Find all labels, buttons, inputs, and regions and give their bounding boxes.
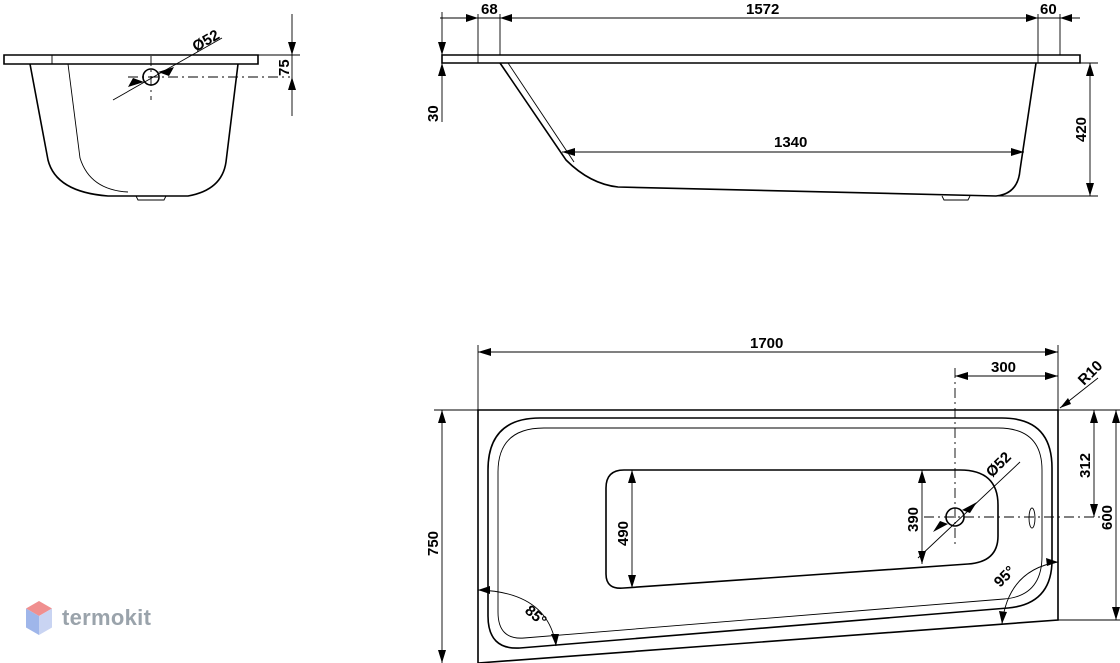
plan-inner-width-right-label: 390 <box>905 507 922 532</box>
hexagon-cube-icon <box>26 601 52 635</box>
front-right-rim-label: 60 <box>1040 1 1057 18</box>
front-body <box>499 62 1037 197</box>
side-drain-height-label: 75 <box>276 59 293 76</box>
plan-outer-contour <box>477 409 1059 663</box>
plan-corner-radius-label: R10 <box>1075 357 1106 388</box>
front-left-rim-label: 68 <box>481 1 498 18</box>
front-rim <box>441 54 1081 64</box>
plan-drain-from-top-label: 312 <box>1077 453 1094 478</box>
side-inner-line <box>67 63 129 193</box>
plan-right-width-label: 600 <box>1099 505 1116 530</box>
side-rim <box>3 54 259 65</box>
front-top-length-label: 1572 <box>746 1 779 18</box>
plan-drain-offset-label: 300 <box>991 359 1016 376</box>
side-outer-body <box>29 63 239 197</box>
plan-drain-diameter-label: Ø52 <box>983 449 1015 481</box>
overflow-hole <box>1028 507 1036 529</box>
side-drain-diameter-label: Ø52 <box>190 27 223 56</box>
side-view: Ø52 75 <box>3 14 300 201</box>
front-view: 68 1572 60 30 420 1340 <box>425 1 1098 201</box>
plan-total-length-label: 1700 <box>750 335 783 352</box>
plan-total-width-label: 750 <box>425 531 442 556</box>
front-bottom-length-label: 1340 <box>774 134 807 151</box>
plan-bottom-area <box>605 469 999 590</box>
brand-name: termokit <box>62 605 152 630</box>
plan-angle-left-label: 85° <box>521 602 549 630</box>
brand-logo: termokit <box>24 598 151 638</box>
plan-inner-width-left-label: 490 <box>615 521 632 546</box>
front-rim-thickness-label: 30 <box>425 105 442 122</box>
plan-view: Ø52 1700 300 R10 750 312 600 <box>425 335 1120 663</box>
front-height-label: 420 <box>1073 117 1090 142</box>
plan-inner-rim <box>487 417 1053 649</box>
